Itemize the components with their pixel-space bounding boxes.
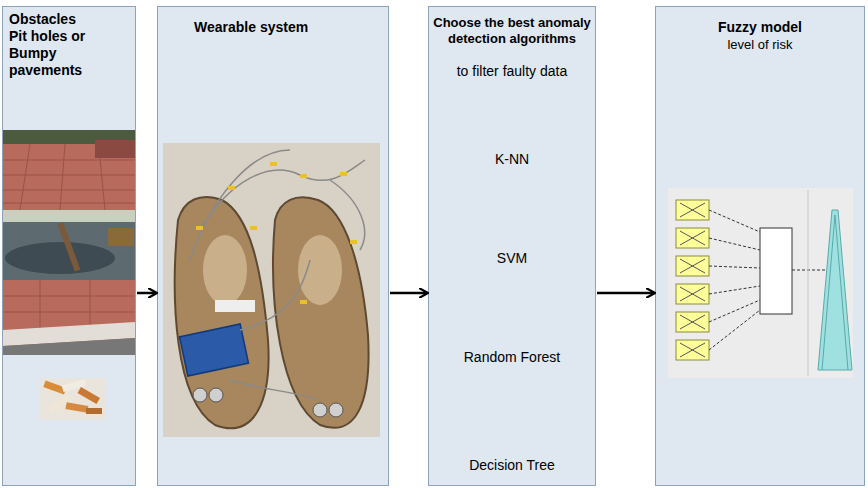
illustration-part [196,162,357,304]
cigarette-butts [40,378,106,420]
illustration-part [350,240,357,244]
illustration-part [196,226,203,230]
illustration-part [86,408,102,414]
illustration-part [190,150,290,260]
illustration-part [676,228,709,248]
illustration-part [65,402,88,413]
flow-arrow [137,292,156,295]
illustration-part [330,180,365,250]
illustration-part [676,284,709,304]
panel-subheading: to filter faulty data [433,63,591,80]
illustration-part [709,266,760,268]
panel-heading: Choose the best anomaly detection algori… [433,15,591,46]
illustration-part [792,270,828,271]
illustration-part [709,286,760,294]
panel-subheading: Pit holes or Bumpy pavements [9,28,119,78]
algorithm-panel: Choose the best anomaly detection algori… [428,6,596,486]
wearable-photo [163,143,380,437]
illustration-part [180,324,249,376]
illustration-part [95,140,135,158]
illustration-part [760,228,792,314]
illustration-part [313,403,327,417]
illustration-part [215,300,255,312]
illustration-part [329,403,343,417]
illustration-part [3,175,135,176]
illustration-part [680,203,705,217]
illustration-part [60,144,65,210]
illustration-part [108,228,134,246]
illustration-part [3,160,135,161]
illustration-part [175,197,269,428]
illustration-part [230,380,318,400]
panel-heading: Obstacles [9,11,131,28]
illustration-part [680,231,705,245]
illustration-part [808,190,809,376]
illustration-part [709,238,760,250]
fuzzy-model-picture [668,188,853,378]
algorithm-name: SVM [433,250,591,267]
illustration-part [250,226,257,230]
panel-heading: Wearable system [194,19,374,36]
illustration-part [300,300,307,304]
obstacle-photos [3,130,135,355]
algorithm-name: Decision Tree [433,457,591,474]
illustration-part [680,343,705,357]
illustration-part [680,315,705,329]
illustration-part [818,210,852,370]
illustration-part [676,256,709,276]
illustration-part [3,312,135,313]
illustration-part [40,280,41,330]
illustration-part [209,388,223,402]
flow-arrow [390,292,427,295]
illustration-part [3,210,135,280]
illustration-part [77,387,100,404]
illustration-part [676,200,709,220]
illustration-part [3,280,135,330]
illustration-part [203,235,247,305]
illustration-part [709,210,760,232]
algorithm-name: Random Forest [433,349,591,366]
flow-arrow [597,292,654,295]
illustration-part [190,150,365,400]
illustration-part [822,215,848,370]
illustration-part [709,210,828,350]
illustration-part [270,162,277,166]
illustration-part [193,388,207,402]
illustration-part [240,260,310,330]
algorithm-name: K-NN [433,151,591,168]
illustration-part [3,203,135,204]
illustration-part [3,144,135,210]
illustration-part [40,378,106,420]
illustration-part [273,197,368,427]
panel-heading: Fuzzy model [660,19,860,36]
illustration-part [676,340,709,360]
illustration-part [90,280,91,330]
illustration-part [3,210,135,222]
illustration-part [3,130,135,210]
illustration-part [5,242,115,274]
illustration-part [163,143,380,437]
illustration-part [300,174,307,178]
illustration-part [3,296,135,297]
illustration-part [680,287,705,301]
illustration-part [3,338,135,355]
illustration-part [709,310,760,350]
illustration-part [228,186,235,190]
panel-subheading: level of risk [660,37,860,53]
illustration-part [676,312,709,332]
illustration-part [100,158,105,210]
illustration-part [200,160,365,230]
illustration-part [676,200,709,360]
illustration-part [298,235,342,305]
illustration-part [340,172,347,176]
illustration-part [3,280,135,355]
illustration-part [680,259,705,273]
illustration-part [709,300,760,322]
illustration-part [58,222,81,271]
illustration-part [668,188,853,378]
illustration-part [680,203,705,357]
illustration-part [20,144,30,210]
